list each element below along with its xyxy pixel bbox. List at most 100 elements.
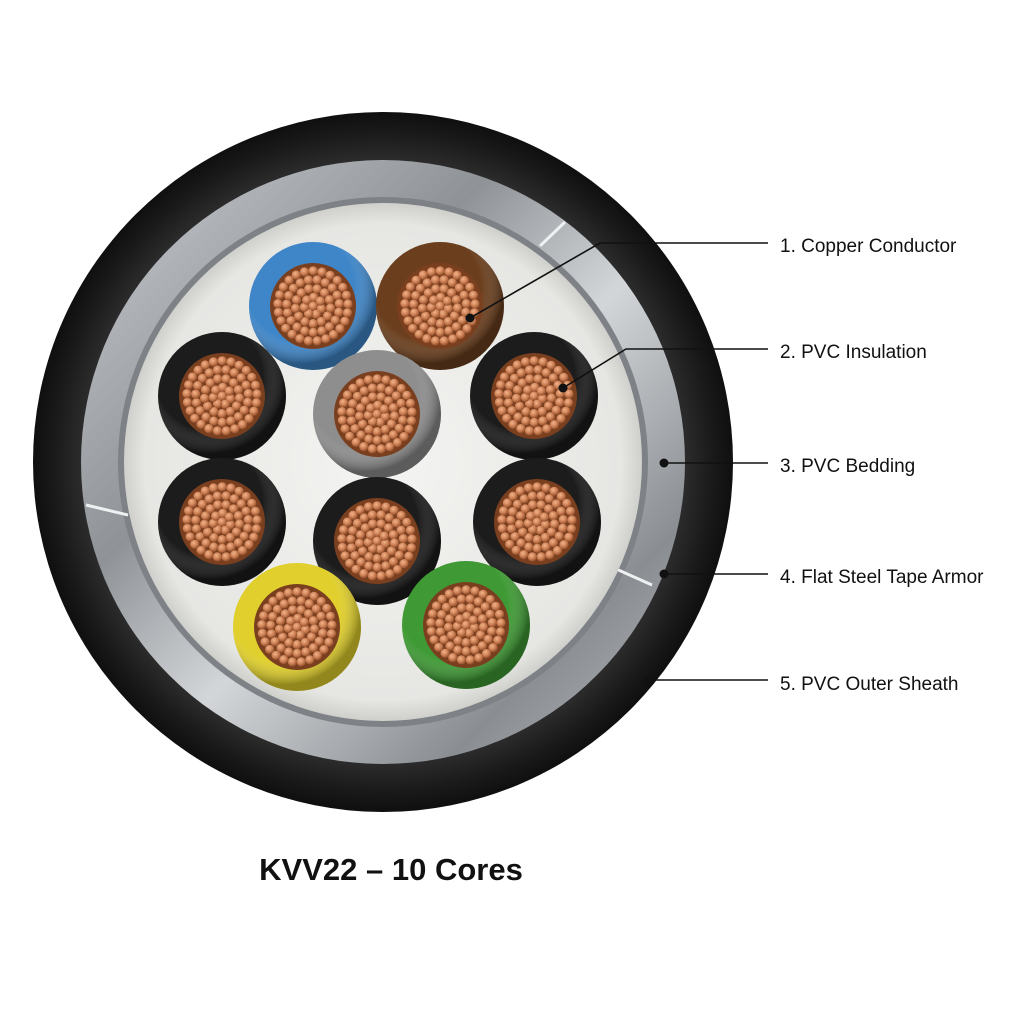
copper-strand [487, 618, 497, 628]
copper-strand [405, 282, 415, 292]
copper-strand [234, 486, 244, 496]
copper-strand [308, 327, 318, 337]
copper-strand [556, 506, 566, 516]
copper-strand [511, 545, 521, 555]
copper-strand [316, 316, 326, 327]
copper-strand [396, 510, 406, 521]
copper-strand [376, 392, 386, 402]
copper-strand [295, 630, 305, 640]
copper-strand [462, 324, 472, 334]
copper-strand [342, 308, 353, 318]
copper-strand [532, 482, 542, 492]
copper-strand [197, 373, 207, 383]
callout-label-armor: 4. Flat Steel Tape Armor [780, 567, 984, 588]
copper-strand [203, 527, 213, 537]
copper-strand [252, 389, 262, 399]
copper-strand [182, 523, 192, 534]
copper-strand [308, 643, 318, 653]
copper-strand [268, 596, 278, 606]
copper-strand [452, 303, 463, 313]
copper-strand [414, 329, 424, 339]
copper-strand [292, 640, 302, 650]
copper-strand [335, 324, 345, 334]
copper-strand [552, 546, 563, 556]
copper-strand [314, 636, 324, 646]
copper-strand [184, 506, 194, 516]
copper-strand [304, 599, 314, 609]
copper-strand [456, 655, 466, 665]
copper-strand [284, 291, 294, 301]
copper-strand [396, 383, 406, 394]
copper-strand [421, 311, 431, 321]
copper-strand [337, 542, 347, 553]
diagram-caption: KVV22 – 10 Cores [259, 852, 523, 887]
copper-strand [233, 412, 243, 422]
copper-strand [217, 517, 227, 527]
copper-strand [225, 532, 235, 543]
copper-strand [388, 557, 398, 567]
copper-strand [262, 603, 272, 613]
copper-strand [364, 552, 374, 562]
copper-strand [302, 295, 312, 305]
copper-strand [495, 627, 506, 637]
copper-strand [399, 432, 409, 442]
copper-strand [205, 504, 215, 514]
copper-strand [516, 424, 526, 434]
copper-strand [461, 620, 471, 630]
copper-strand [308, 301, 318, 311]
copper-strand [225, 406, 235, 417]
copper-strand [493, 635, 503, 645]
copper-strand [502, 498, 512, 508]
copper-strand [251, 524, 262, 534]
copper-strand [398, 407, 408, 417]
copper-strand [299, 267, 310, 277]
core-4 [313, 350, 441, 478]
copper-strand [470, 299, 480, 309]
copper-strand [217, 356, 227, 366]
copper-strand [536, 552, 546, 562]
copper-strand [303, 275, 313, 285]
copper-strand [312, 275, 322, 285]
copper-strand [539, 512, 549, 522]
copper-strand [473, 607, 483, 617]
copper-strand [332, 275, 342, 286]
copper-strand [518, 527, 528, 537]
copper-strand [244, 414, 254, 424]
copper-strand [435, 327, 445, 337]
copper-strand [503, 398, 514, 408]
copper-strand [512, 360, 522, 370]
copper-strand [241, 491, 251, 502]
copper-strand [521, 416, 531, 426]
copper-strand [475, 630, 486, 640]
copper-strand [388, 530, 398, 540]
copper-strand [196, 419, 206, 429]
copper-strand [191, 524, 202, 534]
copper-strand [519, 494, 529, 504]
copper-strand [407, 534, 417, 544]
copper-strand [386, 419, 397, 429]
copper-strand [366, 530, 376, 540]
copper-strand [288, 283, 298, 293]
copper-strand [193, 381, 203, 391]
copper-strand [507, 406, 517, 416]
copper-strand [292, 648, 302, 659]
copper-strand [515, 511, 526, 521]
copper-strand [292, 322, 302, 332]
copper-strand [413, 316, 423, 326]
copper-strand [559, 372, 569, 382]
copper-strand [372, 501, 382, 511]
copper-strand [291, 270, 301, 280]
copper-strand [217, 409, 227, 419]
copper-strand [332, 290, 342, 300]
copper-strand [355, 505, 365, 515]
copper-strand [208, 518, 218, 528]
copper-strand [535, 525, 545, 535]
copper-strand [429, 635, 439, 645]
copper-strand [296, 288, 306, 298]
copper-strand [184, 380, 194, 390]
copper-strand [327, 283, 337, 293]
copper-strand [500, 532, 510, 542]
conductor-strands [182, 356, 262, 436]
copper-strand [299, 302, 309, 312]
copper-strand [275, 290, 285, 300]
